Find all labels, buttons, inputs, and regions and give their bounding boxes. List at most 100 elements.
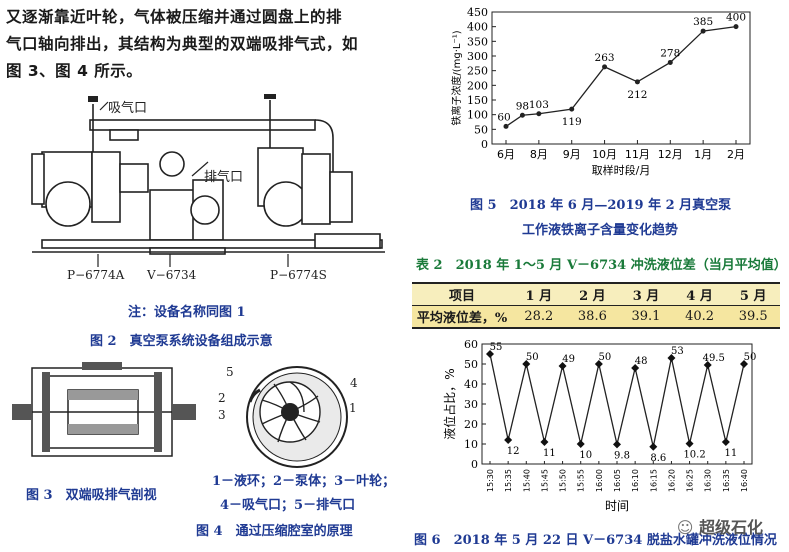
- data-label: 50: [744, 352, 757, 363]
- y-tick-label: 300: [467, 50, 488, 63]
- y-tick-label: 40: [464, 378, 478, 391]
- data-point: [558, 362, 567, 370]
- fig2-label-v: V−6734: [147, 268, 197, 282]
- x-tick-label: 8月: [530, 148, 548, 161]
- data-label: 50: [526, 352, 539, 363]
- data-label: 11: [724, 448, 737, 459]
- data-label: 98: [516, 100, 529, 112]
- y-tick-label: 60: [464, 338, 478, 351]
- x-tick-label: 15:45: [540, 469, 549, 492]
- data-label: 212: [627, 89, 647, 101]
- fig4-legend-1: 1－液环；2－泵体；3－叶轮；: [212, 474, 396, 489]
- fig3-caption: 图 3 双端吸排气剖视: [26, 488, 157, 503]
- y-tick-label: 0: [481, 138, 488, 151]
- data-point: [740, 360, 748, 368]
- watermark-text: 超级石化: [698, 518, 763, 537]
- body-line-2: 气口轴向排出，其结构为典型的双端吸排气式，如: [6, 35, 359, 53]
- data-label: 60: [497, 111, 510, 123]
- data-label: 49.5: [703, 353, 725, 364]
- table2: 项目 1 月 2 月 3 月 4 月 5 月 平均液位差，% 28.2 38.6…: [412, 282, 780, 329]
- table2-header-cell: 3 月: [619, 283, 673, 306]
- data-label: 263: [595, 52, 615, 64]
- table2-cell: 39.5: [726, 305, 780, 328]
- x-axis-label: 时间: [605, 499, 629, 513]
- table2-cell: 38.6: [565, 305, 620, 328]
- fig2-label-ps: P−6774S: [270, 268, 327, 282]
- data-label: 50: [598, 352, 611, 363]
- fig2-caption: 图 2 真空泵系统设备组成示意: [90, 334, 273, 349]
- x-tick-label: 16:15: [649, 469, 658, 492]
- fig4-num-2: 2: [218, 391, 226, 405]
- fig3-cross-section: [8, 354, 200, 472]
- table2-header-cell: 4 月: [672, 283, 727, 306]
- x-tick-label: 12月: [658, 148, 683, 161]
- x-tick-label: 15:35: [504, 469, 513, 492]
- fig4-num-4: 4: [350, 376, 358, 390]
- data-point: [667, 354, 676, 362]
- data-point: [649, 442, 658, 451]
- y-tick-label: 150: [467, 94, 488, 107]
- data-point: [486, 350, 494, 358]
- y-tick-label: 400: [467, 21, 488, 34]
- data-point: [536, 111, 542, 117]
- y-tick-label: 350: [467, 35, 488, 48]
- data-label: 10: [579, 450, 592, 461]
- x-axis-label: 取样时段/月: [592, 163, 651, 177]
- fig2-label-inlet: 吸气口: [108, 101, 148, 116]
- body-line-1: 又逐渐靠近叶轮，气体被压缩并通过圆盘上的排: [6, 8, 343, 26]
- data-point: [519, 112, 525, 118]
- data-point: [503, 123, 509, 129]
- x-tick-label: 11月: [625, 148, 650, 161]
- x-tick-label: 16:10: [631, 469, 640, 492]
- x-tick-label: 15:40: [522, 469, 531, 492]
- x-tick-label: 15:50: [559, 469, 568, 492]
- data-point: [721, 438, 730, 446]
- fig2-note: 注：设备名称同图 1: [128, 305, 246, 320]
- y-tick-label: 20: [464, 418, 478, 431]
- fig4-num-5: 5: [226, 365, 234, 379]
- y-tick-label: 50: [464, 358, 478, 371]
- x-tick-label: 16:40: [740, 469, 749, 492]
- data-point: [631, 364, 640, 372]
- data-label: 278: [660, 47, 680, 59]
- table2-row-label: 平均液位差，%: [412, 305, 512, 328]
- table2-header-row: 项目 1 月 2 月 3 月 4 月 5 月: [412, 283, 780, 306]
- y-tick-label: 10: [464, 438, 478, 451]
- table2-header-cell: 5 月: [726, 283, 780, 306]
- table-row: 平均液位差，% 28.2 38.6 39.1 40.2 39.5: [412, 305, 780, 328]
- plot-frame: [491, 11, 751, 145]
- fig5-caption-2: 工作液铁离子含量变化趋势: [522, 223, 679, 238]
- table2-header-cell: 项目: [412, 283, 512, 306]
- table2-header-cell: 2 月: [565, 283, 620, 306]
- x-tick-label: 15:55: [577, 469, 586, 492]
- y-tick-label: 250: [467, 65, 488, 78]
- y-tick-label: 100: [467, 109, 488, 122]
- body-line-3: 图 3、图 4 所示。: [6, 62, 143, 80]
- data-point: [540, 438, 549, 446]
- table2-cell: 28.2: [512, 305, 566, 328]
- data-point: [569, 106, 575, 112]
- data-label: 103: [529, 99, 549, 111]
- data-label: 400: [726, 12, 746, 24]
- y-axis-label: 铁离子浓度/(mg·L⁻¹): [450, 30, 463, 125]
- data-label: 11: [543, 448, 556, 459]
- table2-cell: 40.2: [672, 305, 727, 328]
- data-point: [703, 361, 712, 369]
- y-tick-label: 50: [474, 123, 488, 136]
- x-tick-label: 16:00: [595, 469, 604, 492]
- data-point: [602, 64, 608, 70]
- data-label: 53: [671, 346, 684, 357]
- x-tick-label: 9月: [563, 148, 581, 161]
- table2-header-cell: 1 月: [512, 283, 566, 306]
- fig2-label-pa: P−6774A: [67, 268, 125, 282]
- data-point: [700, 28, 706, 34]
- data-label: 9.8: [614, 450, 630, 461]
- x-tick-label: 16:30: [704, 469, 713, 492]
- x-tick-label: 15:30: [486, 469, 495, 492]
- data-label: 12: [507, 446, 520, 457]
- x-tick-label: 16:25: [686, 469, 695, 492]
- fig5-caption-1: 图 5 2018 年 6 月—2019 年 2 月真空泵: [470, 198, 732, 213]
- data-point: [667, 59, 673, 65]
